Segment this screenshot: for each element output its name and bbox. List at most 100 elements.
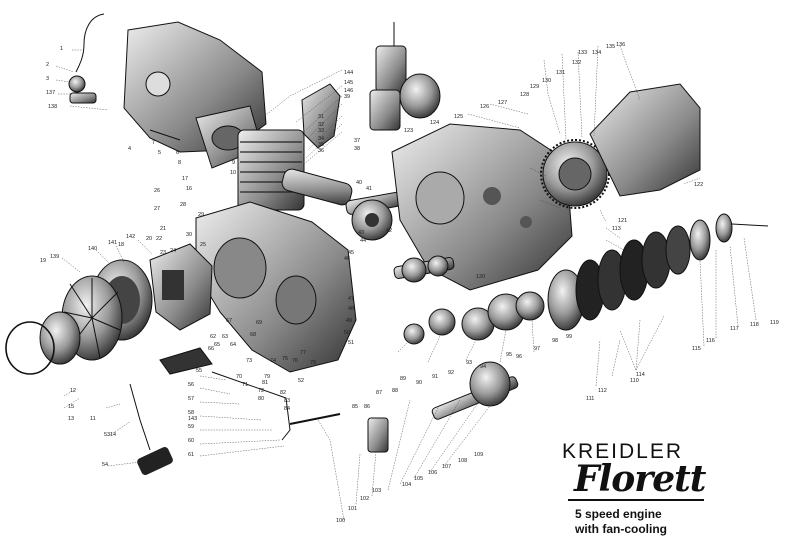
part-number-115: 115 — [692, 346, 701, 352]
part-number-2: 2 — [46, 62, 49, 68]
part-number-71: 71 — [242, 382, 248, 388]
part-number-43: 43 — [358, 230, 364, 236]
part-number-19: 19 — [40, 258, 46, 264]
part-number-113: 113 — [612, 226, 621, 232]
part-number-46: 46 — [344, 256, 350, 262]
part-number-88: 88 — [392, 388, 398, 394]
fan-shroud-part — [39, 311, 81, 365]
brand-name: KREIDLER — [562, 440, 684, 463]
part-number-18: 18 — [118, 242, 124, 248]
part-number-47: 47 — [348, 296, 354, 302]
exhaust-manifold-part — [301, 83, 341, 149]
part-number-56: 56 — [188, 382, 194, 388]
part-number-109: 109 — [474, 452, 483, 458]
part-number-123: 123 — [404, 128, 413, 134]
part-number-30: 30 — [186, 232, 192, 238]
left-crankcase-part — [195, 201, 357, 373]
gearbox-shaft-part — [393, 255, 455, 283]
part-number-97: 97 — [534, 346, 540, 352]
part-number-12: 12 — [70, 388, 76, 394]
part-number-51: 51 — [348, 340, 354, 346]
part-number-55: 55 — [196, 368, 202, 374]
part-number-28: 28 — [180, 202, 186, 208]
part-number-83: 83 — [284, 398, 290, 404]
part-number-107: 107 — [442, 464, 451, 470]
part-number-11: 11 — [90, 416, 96, 422]
part-number-105: 105 — [414, 476, 423, 482]
part-number-35: 35 — [318, 142, 324, 148]
part-number-37: 37 — [354, 138, 360, 144]
part-number-9: 9 — [232, 160, 235, 166]
part-number-73: 73 — [246, 358, 252, 364]
part-number-53: 53 — [104, 432, 110, 438]
part-number-111: 111 — [586, 396, 594, 402]
part-number-36: 36 — [318, 148, 324, 154]
part-number-10: 10 — [230, 170, 236, 176]
part-number-50: 50 — [344, 330, 350, 336]
part-number-54: 54 — [102, 462, 108, 468]
part-number-133: 133 — [578, 50, 587, 56]
part-number-138: 138 — [48, 104, 57, 110]
gear-lever-part — [159, 347, 341, 441]
part-number-63: 63 — [222, 334, 228, 340]
part-number-126: 126 — [480, 104, 489, 110]
part-number-49: 49 — [346, 318, 352, 324]
part-number-78: 78 — [310, 360, 316, 366]
part-number-90: 90 — [416, 380, 422, 386]
part-number-103: 103 — [372, 488, 381, 494]
part-number-33: 33 — [318, 128, 324, 134]
stator-plate-part — [149, 243, 213, 331]
part-number-44: 44 — [360, 238, 366, 244]
part-number-119: 119 — [770, 320, 779, 326]
part-number-86: 86 — [364, 404, 370, 410]
part-number-8: 8 — [178, 160, 181, 166]
part-number-29: 29 — [198, 212, 204, 218]
part-number-99: 99 — [566, 334, 572, 340]
part-number-39: 39 — [344, 94, 350, 100]
part-number-94: 94 — [480, 364, 486, 370]
part-number-22: 22 — [156, 236, 162, 242]
part-number-25: 25 — [200, 242, 206, 248]
part-number-52: 52 — [298, 378, 304, 384]
subtitle-line-1: 5 speed engine — [575, 507, 662, 521]
part-number-42: 42 — [386, 228, 392, 234]
part-number-100: 100 — [336, 518, 345, 524]
part-number-82: 82 — [280, 390, 286, 396]
part-number-87: 87 — [376, 390, 382, 396]
part-number-106: 106 — [428, 470, 437, 476]
part-number-117: 117 — [730, 326, 739, 332]
part-number-6: 6 — [176, 150, 179, 156]
part-number-27: 27 — [154, 206, 160, 212]
part-number-24: 24 — [170, 248, 176, 254]
part-number-59: 59 — [188, 424, 194, 430]
part-number-48: 48 — [348, 306, 354, 312]
part-number-74: 74 — [270, 358, 276, 364]
part-number-72: 72 — [258, 388, 264, 394]
part-number-140: 140 — [88, 246, 97, 252]
kickstart-shaft-part — [367, 361, 519, 453]
part-number-127: 127 — [498, 100, 507, 106]
part-number-121: 121 — [618, 218, 627, 224]
part-number-79: 79 — [264, 374, 270, 380]
gear-cluster-part — [403, 291, 545, 345]
ignition-cable-part — [68, 13, 105, 104]
part-number-26: 26 — [154, 188, 160, 194]
right-crankcase-part — [391, 123, 573, 291]
part-number-92: 92 — [448, 370, 454, 376]
part-number-75: 75 — [282, 356, 288, 362]
part-number-129: 129 — [530, 84, 539, 90]
part-number-38: 38 — [354, 146, 360, 152]
part-number-131: 131 — [556, 70, 565, 76]
part-number-57: 57 — [188, 396, 194, 402]
part-number-61: 61 — [188, 452, 194, 458]
part-number-143: 143 — [188, 416, 197, 422]
part-number-122: 122 — [694, 182, 703, 188]
part-number-80: 80 — [258, 396, 264, 402]
part-number-116: 116 — [706, 338, 715, 344]
part-number-102: 102 — [360, 496, 369, 502]
subtitle-line-2: with fan-cooling — [575, 522, 667, 536]
part-number-101: 101 — [348, 506, 357, 512]
brand-model-logo: Florett — [574, 458, 706, 500]
